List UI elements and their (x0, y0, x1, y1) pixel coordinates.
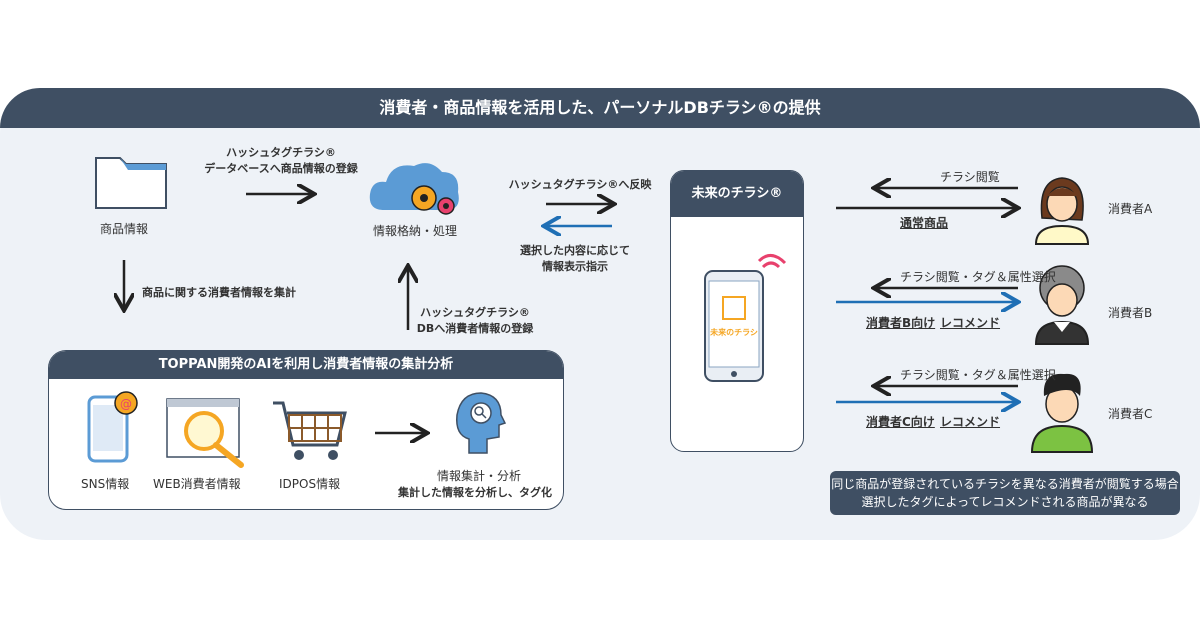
hashtag-reg-line2: DBへ消費者情報の登録 (416, 322, 534, 335)
consumer-b-bottom2: レコメンド (940, 316, 1001, 330)
storage-label: 情報格納・処理 (372, 224, 457, 238)
hashtag-db-line1: ハッシュタグチラシ® (226, 146, 336, 159)
hashtag-db-line2: データベースへ商品情報の登録 (204, 162, 358, 175)
reflect-label: ハッシュタグチラシ®へ反映 (508, 178, 652, 191)
analysis-line1: 情報集計・分析 (436, 469, 521, 483)
consumer-a-top: チラシ閲覧 (940, 170, 1000, 184)
svg-text:@: @ (120, 397, 132, 411)
consumer-c-bottom1: 消費者C向け (866, 415, 935, 429)
aggregate-label: 商品に関する消費者情報を集計 (142, 286, 296, 299)
consumer-c-top: チラシ閲覧・タグ＆属性選択 (900, 368, 1056, 382)
browser-search-icon (166, 398, 244, 468)
ai-box-title: TOPPAN開発のAIを利用し消費者情報の集計分析 (49, 351, 563, 379)
sns-label: SNS情報 (81, 477, 130, 491)
signal-icon (757, 254, 787, 269)
smartphone-icon (704, 270, 764, 382)
mirai-flyer-box: 未来のチラシ® 未来のチラシ (670, 170, 804, 452)
consumer-b-avatar (1034, 265, 1090, 345)
note-box: 同じ商品が登録されているチラシを異なる消費者が閲覧する場合 選択したタグによって… (830, 471, 1180, 515)
hashtag-reg-line1: ハッシュタグチラシ® (420, 306, 530, 319)
ai-box-graphics: @ (87, 391, 507, 468)
note-line2: 選択したタグによってレコメンドされる商品が異なる (861, 495, 1149, 509)
consumer-a-bottom: 通常商品 (900, 216, 949, 230)
shopping-cart-icon (273, 401, 347, 460)
instruct-line1: 選択した内容に応じて (520, 244, 630, 257)
consumer-b-bottom1: 消費者B向け (866, 316, 936, 330)
mirai-logo-text: 未来のチラシ (710, 328, 758, 337)
consumer-a-name: 消費者A (1108, 202, 1153, 216)
consumer-b-name: 消費者B (1108, 306, 1153, 320)
cloud-gear-icon (369, 163, 459, 215)
ai-head-icon (456, 392, 507, 454)
analysis-line2: 集計した情報を分析し、タグ化 (398, 486, 552, 499)
consumer-a-avatar (1034, 177, 1090, 245)
folder-icon (95, 157, 167, 209)
instruct-line2: 情報表示指示 (542, 260, 608, 273)
idpos-label: IDPOS情報 (279, 477, 341, 491)
mirai-graphics (704, 254, 787, 382)
note-line1: 同じ商品が登録されているチラシを異なる消費者が閲覧する場合 (831, 477, 1179, 491)
smartphone-sns-icon: @ (87, 391, 138, 463)
mirai-title: 未来のチラシ® (671, 171, 803, 217)
page-title: 消費者・商品情報を活用した、パーソナルDBチラシ®の提供 (379, 98, 821, 117)
title-banner (0, 88, 1200, 128)
consumer-c-bottom2: レコメンド (940, 415, 1001, 429)
product-info-label: 商品情報 (100, 222, 149, 236)
consumer-b-top: チラシ閲覧・タグ＆属性選択 (900, 270, 1056, 284)
ai-analysis-box: TOPPAN開発のAIを利用し消費者情報の集計分析 @ (48, 350, 564, 510)
consumer-c-avatar (1030, 373, 1094, 453)
web-label: WEB消費者情報 (153, 477, 241, 491)
consumer-c-name: 消費者C (1108, 407, 1153, 421)
